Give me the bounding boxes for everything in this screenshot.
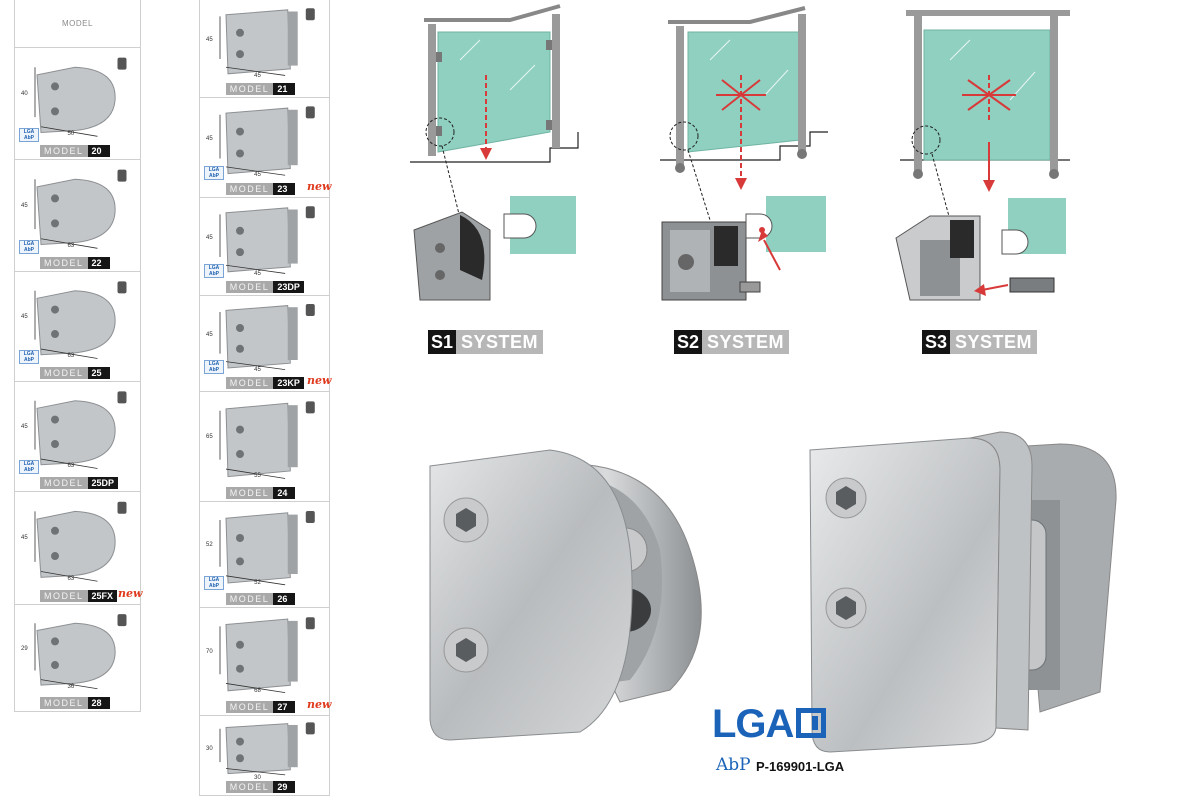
system-s2-diagram — [660, 6, 828, 301]
system-s1-label: S1 SYSTEM — [428, 330, 544, 354]
dimension-width: 50 — [67, 130, 75, 137]
system-s3-diagram — [895, 10, 1070, 301]
dimension-width: 68 — [254, 687, 261, 694]
new-tag: new — [307, 374, 332, 387]
dimension-height: 29 — [21, 645, 28, 652]
dimension-height: 70 — [206, 649, 213, 656]
dimension-width: 55 — [254, 473, 261, 480]
dimension-height: 45 — [21, 313, 28, 320]
dimension-height: 65 — [206, 433, 213, 440]
new-tag: new — [307, 698, 332, 711]
dimension-width: 63 — [67, 575, 75, 582]
dimension-width: 63 — [67, 353, 75, 360]
dimension-width: 63 — [67, 463, 75, 470]
catalog-header: MODEL — [15, 0, 140, 48]
dimension-height: 45 — [21, 202, 28, 209]
lga-certification: LGA AbP P-169901-LGA — [712, 702, 862, 782]
square-clamp-render — [809, 431, 1117, 753]
dimension-height: 30 — [206, 746, 213, 753]
dimension-width: 45 — [254, 270, 261, 277]
round-clamp-render — [429, 449, 702, 741]
dimension-width: 45 — [254, 367, 261, 374]
dimension-height: 52 — [206, 542, 213, 549]
dimension-height: 45 — [206, 37, 213, 44]
dimension-width: 52 — [254, 580, 261, 587]
abp-text: AbP — [716, 755, 751, 775]
dimension-width: 45 — [254, 72, 261, 79]
dimension-height: 40 — [21, 90, 28, 97]
new-tag: new — [307, 180, 332, 193]
system-s3-label: S3 SYSTEM — [922, 330, 1038, 354]
system-s1-diagram — [410, 4, 579, 301]
dimension-height: 45 — [21, 423, 28, 430]
dimension-width: 30 — [254, 775, 261, 782]
system-s2-label: S2 SYSTEM — [674, 330, 790, 354]
dimension-height: 45 — [206, 235, 213, 242]
dimension-height: 45 — [206, 136, 213, 142]
dimension-height: 45 — [21, 534, 28, 541]
dimension-width: 36 — [67, 684, 75, 691]
approval-code: P-169901-LGA — [756, 759, 845, 774]
dimension-width: 45 — [254, 172, 261, 178]
new-tag: new — [118, 587, 143, 600]
lga-logo: LGA — [712, 702, 827, 747]
dimension-width: 63 — [67, 242, 75, 249]
dimension-height: 45 — [206, 332, 213, 339]
